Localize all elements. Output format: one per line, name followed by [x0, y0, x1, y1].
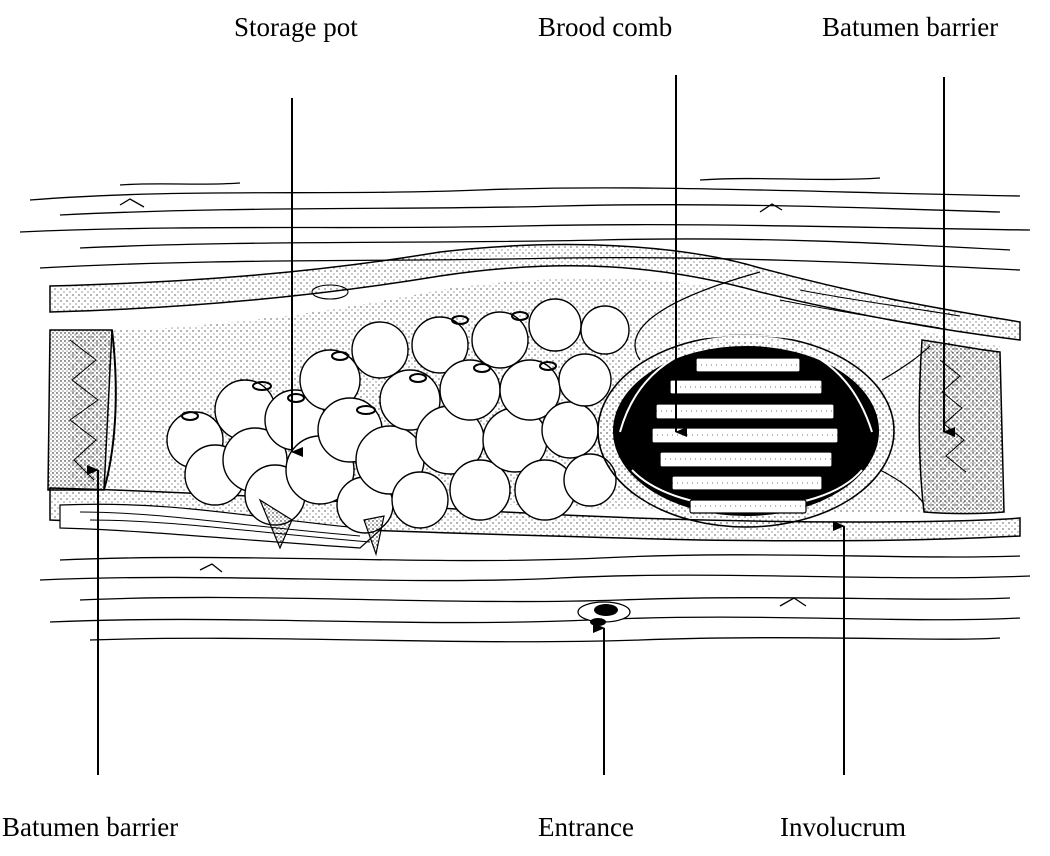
left-batumen-barrier [48, 330, 116, 490]
entrance-hole [578, 602, 630, 626]
brood-comb [652, 358, 838, 513]
lower-wood [40, 555, 1030, 642]
right-batumen-barrier [919, 340, 1004, 514]
